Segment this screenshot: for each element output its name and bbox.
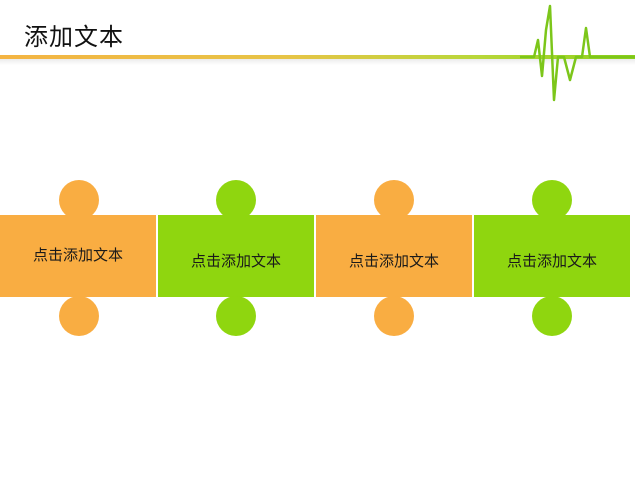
heartbeat-pulse-icon <box>520 4 635 102</box>
piece-2-box[interactable]: 点击添加文本 <box>158 215 314 297</box>
title-underline-shadow <box>0 59 635 65</box>
piece-1-box[interactable]: 点击添加文本 <box>0 215 156 297</box>
piece-1-label: 点击添加文本 <box>32 245 123 264</box>
piece-2-bottom-knob <box>216 296 256 336</box>
piece-3-bottom-knob <box>374 296 414 336</box>
piece-3-label: 点击添加文本 <box>348 251 439 270</box>
piece-3-top-knob <box>374 180 414 220</box>
piece-4-box[interactable]: 点击添加文本 <box>474 215 630 297</box>
piece-4-label: 点击添加文本 <box>506 251 597 270</box>
piece-3-box[interactable]: 点击添加文本 <box>316 215 472 297</box>
piece-4-top-knob <box>532 180 572 220</box>
title-underline <box>0 55 635 59</box>
slide-title[interactable]: 添加文本 <box>24 23 124 51</box>
piece-1-bottom-knob <box>59 296 99 336</box>
piece-2-label: 点击添加文本 <box>190 251 281 270</box>
piece-1-top-knob <box>59 180 99 220</box>
piece-4-bottom-knob <box>532 296 572 336</box>
piece-2-top-knob <box>216 180 256 220</box>
